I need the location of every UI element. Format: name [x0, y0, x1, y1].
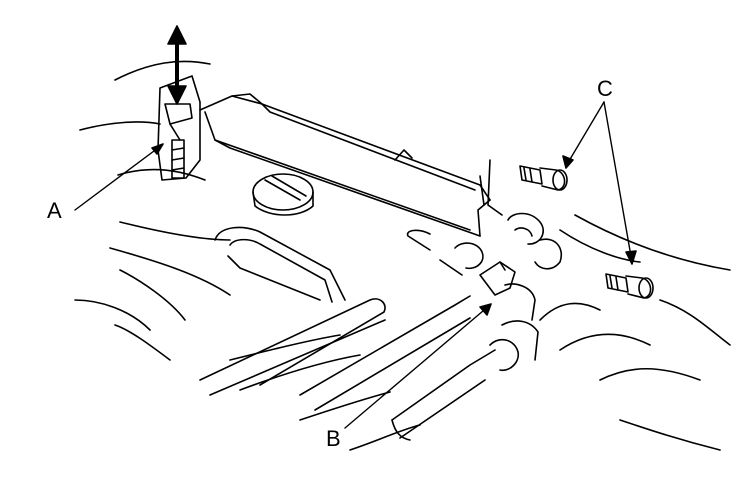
callout-label-a: A — [47, 198, 62, 223]
coolant-hose — [214, 226, 346, 303]
throttle-bracket — [479, 159, 562, 270]
bolt-icon — [519, 165, 568, 191]
leader-line-c — [562, 101, 637, 265]
double-arrow-icon — [167, 25, 187, 105]
leader-line-a — [74, 143, 164, 211]
callout-label-b: B — [326, 426, 341, 451]
lower-pipes — [199, 295, 539, 441]
stud-bracket — [157, 75, 201, 181]
callout-label-c: C — [597, 76, 613, 101]
leader-line-b — [344, 303, 492, 429]
oil-filler-cap — [252, 173, 314, 216]
bolt-icon — [605, 273, 654, 299]
hose-clamp — [406, 229, 536, 321]
